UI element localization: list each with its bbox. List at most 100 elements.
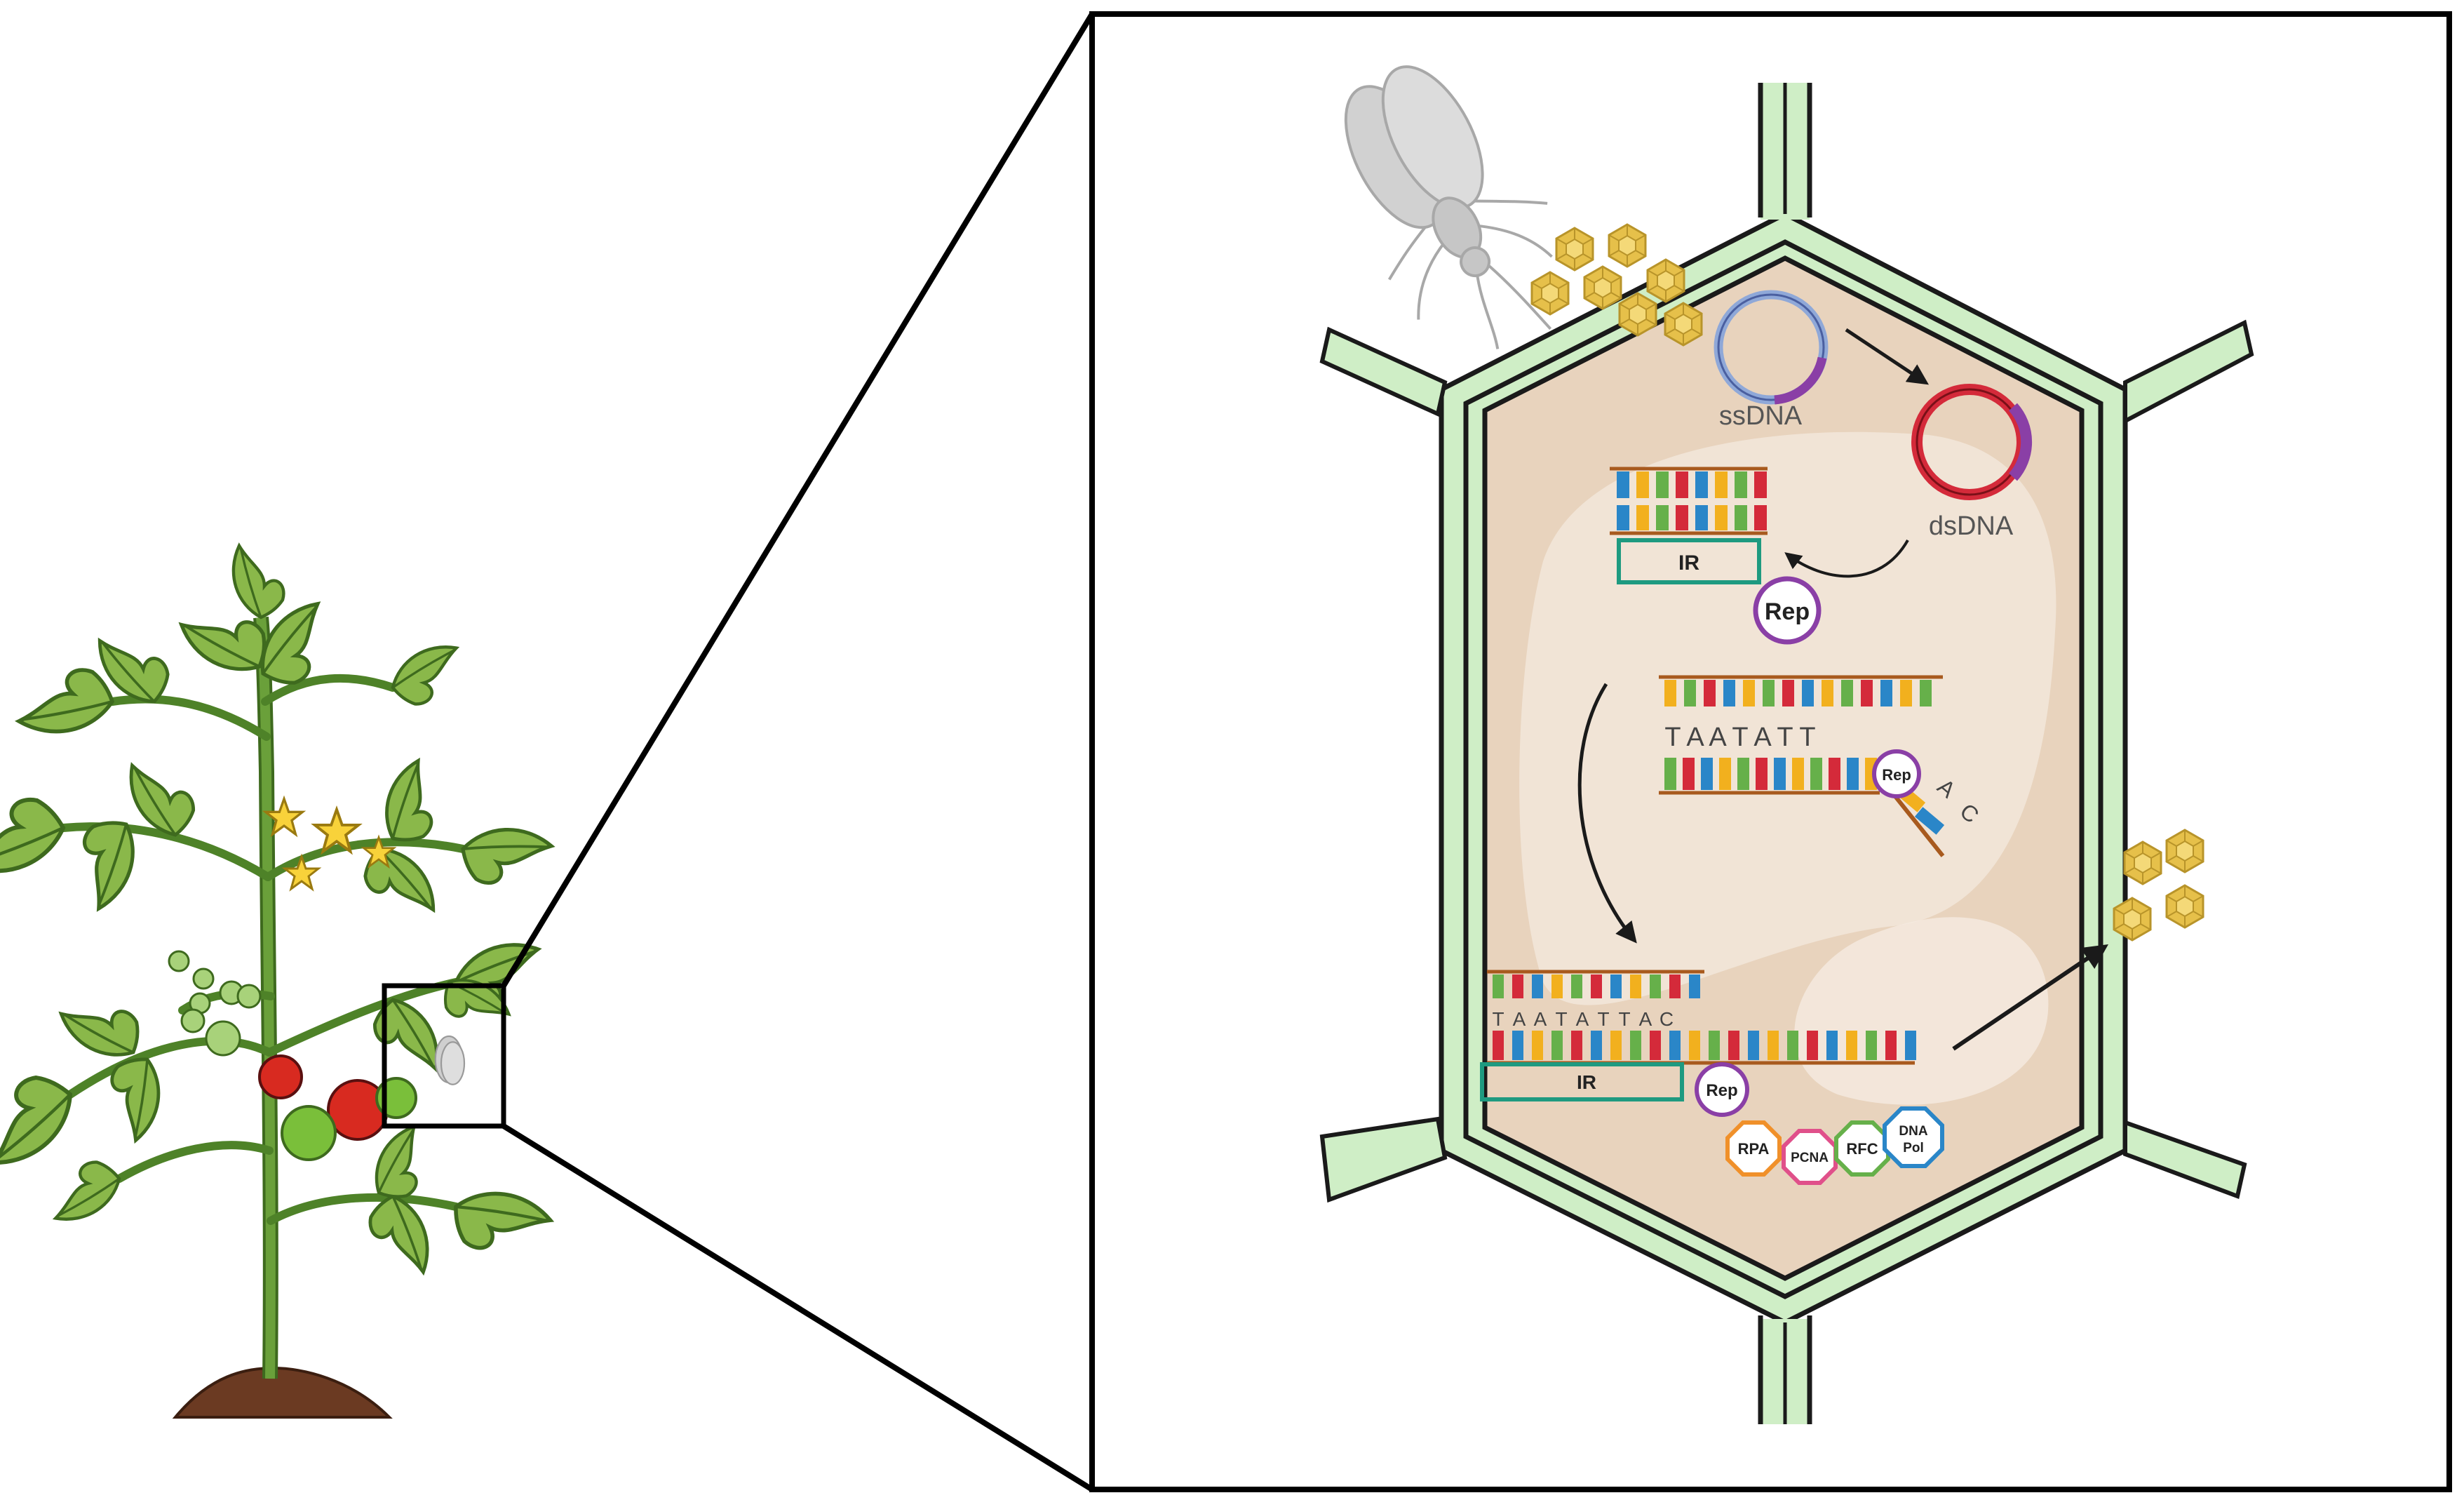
dna-base (1676, 505, 1688, 530)
sequence-letter: A (1709, 723, 1727, 752)
dna-base (1826, 1031, 1838, 1060)
dna-base (1866, 1031, 1877, 1060)
dna-base (1782, 680, 1794, 706)
ir-box-top (1617, 538, 1761, 584)
sequence-letter: T (1492, 1008, 1504, 1030)
dna-base (1735, 505, 1747, 530)
dsdna-label: dsDNA (1929, 511, 2014, 541)
dna-pol-label-2: Pol (1903, 1141, 1924, 1156)
tomato-plant-icon (0, 542, 554, 1419)
dna-base (1551, 974, 1563, 998)
dna-base (1664, 680, 1676, 706)
dna-base (1743, 680, 1755, 706)
dna-base (1650, 1031, 1661, 1060)
dna-base (1715, 471, 1728, 498)
sequence-letter: T (1618, 1008, 1630, 1030)
dna-base (1695, 471, 1708, 498)
arrow-to-exit (1952, 944, 2108, 1051)
small-whitefly-icon (434, 1035, 466, 1085)
dna-base (1822, 680, 1833, 706)
dna-base (1709, 1031, 1720, 1060)
plant-branches (59, 674, 467, 1225)
dna-pol-octagon (1883, 1106, 1944, 1168)
dna-base (1650, 974, 1661, 998)
rpa-octagon (1725, 1120, 1782, 1177)
dna-base (1669, 974, 1681, 998)
rep-protein: Rep (1753, 576, 1822, 645)
dna-base (1512, 1031, 1523, 1060)
dna-base (1664, 758, 1676, 790)
ir-box-bottom (1480, 1062, 1684, 1101)
dna-base (1861, 680, 1873, 706)
sequence-letter: A (1534, 1008, 1547, 1030)
dna-base (1774, 758, 1786, 790)
dna-base (1792, 758, 1804, 790)
vacuole-highlight (1519, 431, 2056, 1005)
sequence-letter: A (1639, 1008, 1652, 1030)
dna-base (1591, 1031, 1602, 1060)
dna-base (1829, 758, 1840, 790)
dna-base (1551, 1031, 1563, 1060)
ssdna-label: ssDNA (1719, 401, 1803, 431)
dna-base (1493, 1031, 1504, 1060)
dna-base (1656, 505, 1669, 530)
replication-complex: Rep RPA PCNA RFC DNA Pol (1695, 1062, 1944, 1185)
dna-base (1905, 1031, 1916, 1060)
dna-base (1880, 680, 1892, 706)
sequence-letter: T (1777, 723, 1793, 752)
ir-label-bottom: IR (1577, 1071, 1596, 1093)
ssdna-circle: ssDNA (1714, 290, 1829, 431)
dna-base (1802, 680, 1814, 706)
dna-base (1689, 974, 1700, 998)
dna-base (1841, 680, 1853, 706)
dna-base (1630, 974, 1641, 998)
dna-base (1591, 974, 1602, 998)
dna-base (1695, 505, 1708, 530)
dna-base (1669, 1031, 1681, 1060)
dna-base (1885, 1031, 1897, 1060)
dna-base (1748, 1031, 1759, 1060)
dsdna-circle: dsDNA (1911, 384, 2033, 541)
dna-base (1737, 758, 1749, 790)
soil-mound (172, 1366, 393, 1419)
zoom-callout (382, 12, 1095, 1492)
dna-base (1689, 1031, 1700, 1060)
arrow-nick-to-replication (1577, 683, 1637, 944)
dna-base (1846, 1031, 1857, 1060)
dna-base (1807, 1031, 1818, 1060)
dna-base (1847, 758, 1859, 790)
sequence-letter: A (1753, 723, 1772, 752)
sequence-letter: T (1799, 723, 1815, 752)
dna-base (1617, 505, 1629, 530)
arrow-dsdna-to-ir (1784, 540, 1909, 578)
dna-base (1787, 1031, 1798, 1060)
dna-base (1676, 471, 1688, 498)
dna-base (1571, 974, 1582, 998)
ir-label-top: IR (1678, 551, 1699, 575)
dna-base (1571, 1031, 1582, 1060)
rep-nick-label: Rep (1882, 766, 1911, 784)
sequence-letter: C (1660, 1008, 1674, 1030)
whitefly-icon (1344, 65, 1553, 349)
dna-base (1684, 680, 1696, 706)
dna-base (1656, 471, 1669, 498)
dna-base (1723, 680, 1735, 706)
dna-base (1532, 974, 1543, 998)
dna-base (1715, 505, 1728, 530)
dna-base (1810, 758, 1822, 790)
dna-base (1493, 974, 1504, 998)
pcna-label: PCNA (1791, 1151, 1829, 1165)
rfc-label: RFC (1846, 1140, 1878, 1158)
dna-base (1920, 680, 1932, 706)
dna-base (1735, 471, 1747, 498)
zoom-box (382, 983, 506, 1129)
sequence-letter: T (1664, 723, 1681, 752)
pcna-octagon (1782, 1129, 1838, 1185)
dna-base (1754, 471, 1767, 498)
dna-base (1512, 974, 1523, 998)
dna-base (1704, 680, 1716, 706)
zoom-line-bottom (501, 1123, 1094, 1492)
sequence-letter: T (1597, 1008, 1609, 1030)
plant-buds (168, 950, 262, 1057)
